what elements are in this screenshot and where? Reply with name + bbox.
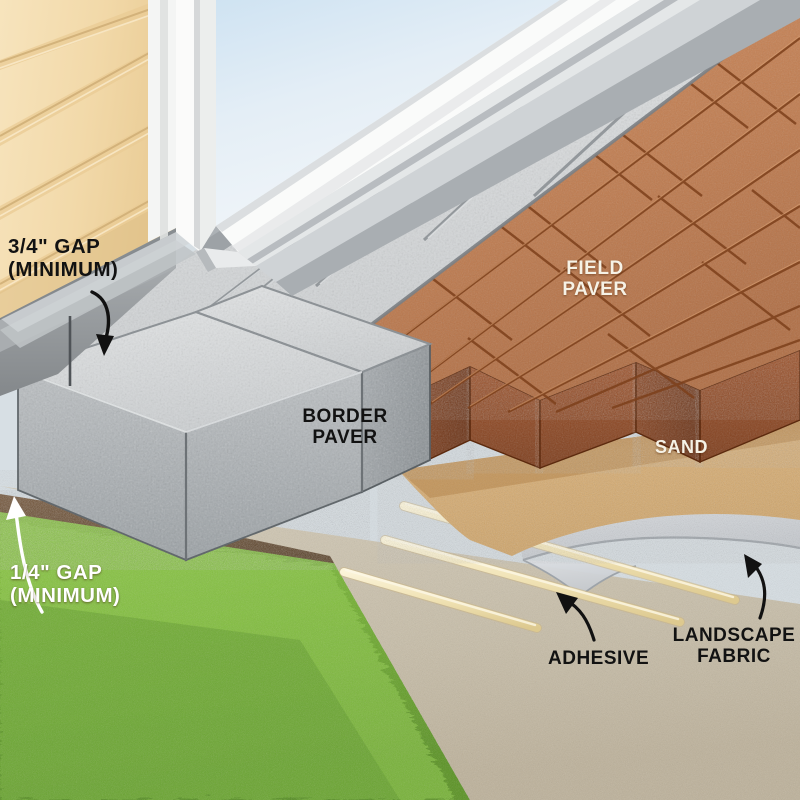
compacted-base-slab [0,486,800,800]
sliding-door [148,0,800,296]
landscape-fabric-arrow [744,554,767,620]
gap-14-arrow [6,496,44,614]
field-paver-surface [335,0,800,414]
field-paver-cut-block [635,349,800,464]
adhesive-bead [339,567,542,633]
adhesive-arrow [556,592,596,642]
door-glass [214,0,560,226]
adhesive-beads [339,501,740,633]
field-paver-cut-block [397,364,541,476]
lawn-grass [0,508,470,800]
annotation-arrows [6,290,767,642]
gap-34-arrow [90,290,114,356]
house-lap-siding [0,0,177,318]
adhesive-bead [380,535,685,627]
